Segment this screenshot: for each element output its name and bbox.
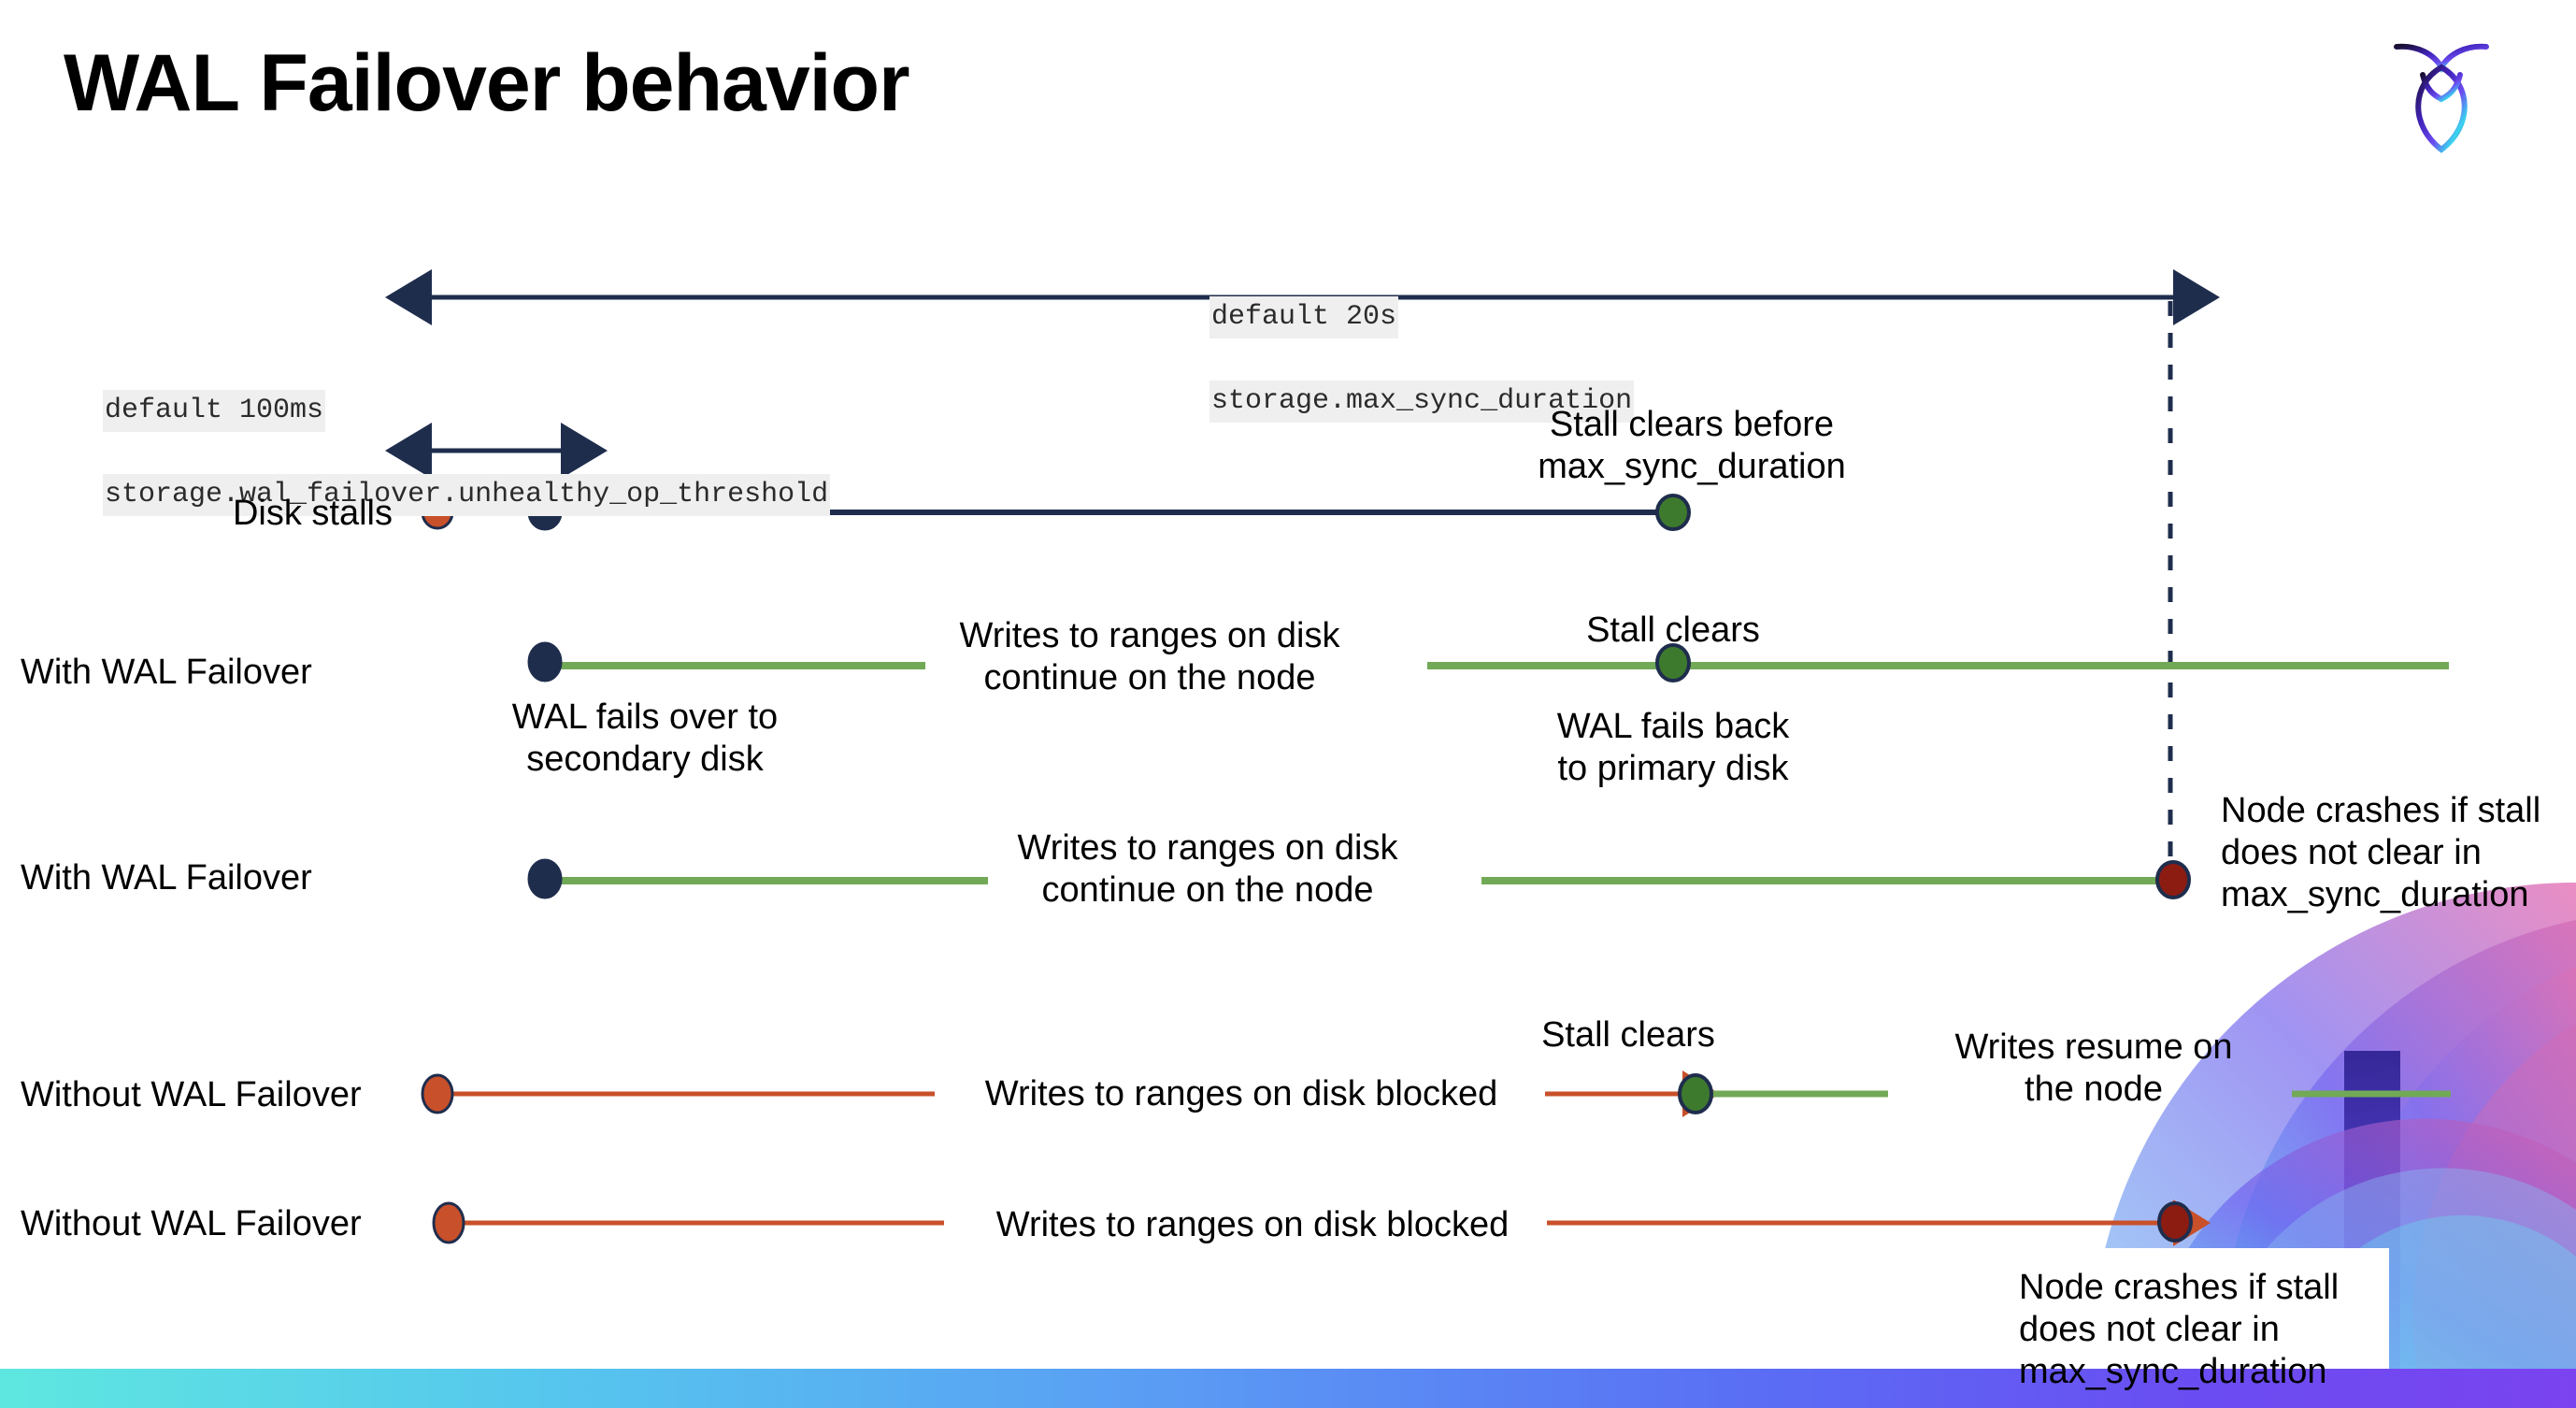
annotation-wal-fails-back: WAL fails back to primary disk bbox=[1556, 707, 1790, 788]
mask-left-of-artwork bbox=[0, 1248, 1970, 1370]
row-label-disk-stalls: Disk stalls bbox=[232, 494, 393, 533]
annotation-stall-clears-before: Stall clears before max_sync_duration bbox=[1538, 405, 1846, 486]
without-failover-2-start-dot bbox=[432, 1201, 465, 1244]
without-failover-1-start-dot bbox=[421, 1073, 454, 1114]
max-sync-setting-name: storage.max_sync_duration bbox=[1209, 381, 1635, 423]
threshold-setting-name: storage.wal_failover.unhealthy_op_thresh… bbox=[103, 474, 831, 516]
annotation-writes-blocked-1: Writes to ranges on disk blocked bbox=[984, 1074, 1498, 1113]
wal-failover-1-start-dot bbox=[527, 641, 563, 682]
annotation-wal-fails-over: WAL fails over to secondary disk bbox=[511, 697, 779, 779]
annotation-stall-clears-2: Stall clears bbox=[1541, 1015, 1715, 1055]
annotation-writes-continue-1: Writes to ranges on disk continue on the… bbox=[959, 616, 1340, 697]
without-failover-2-crash-dot bbox=[2157, 1201, 2193, 1243]
max-sync-duration-callout: default 20s storage.max_sync_duration bbox=[1142, 254, 1635, 465]
max-sync-default-label: default 20s bbox=[1209, 296, 1399, 338]
page-title: WAL Failover behavior bbox=[64, 38, 910, 128]
wal-failover-2-crash-dot bbox=[2155, 860, 2191, 899]
row-label-without-wal-failover-1: Without WAL Failover bbox=[21, 1075, 362, 1114]
wal-failover-1-clear-dot bbox=[1655, 643, 1691, 682]
disk-stalls-clear-dot bbox=[1655, 494, 1691, 531]
annotation-stall-clears-1: Stall clears bbox=[1586, 611, 1760, 650]
annotation-writes-continue-2: Writes to ranges on disk continue on the… bbox=[1017, 828, 1398, 910]
bottom-gradient-bar bbox=[0, 1369, 2576, 1408]
annotation-writes-blocked-2: Writes to ranges on disk blocked bbox=[995, 1205, 1510, 1244]
cockroachdb-logo-icon bbox=[2385, 26, 2497, 162]
row-label-with-wal-failover-2: With WAL Failover bbox=[21, 858, 312, 898]
annotation-node-crashes-1: Node crashes if stall does not clear in … bbox=[2221, 791, 2541, 914]
wal-failover-2-start-dot bbox=[527, 858, 563, 899]
without-failover-1-clear-dot bbox=[1678, 1073, 1713, 1114]
row-label-with-wal-failover-1: With WAL Failover bbox=[21, 653, 312, 692]
row-label-without-wal-failover-2: Without WAL Failover bbox=[21, 1204, 362, 1243]
threshold-default-label: default 100ms bbox=[103, 390, 326, 432]
unhealthy-op-threshold-callout: default 100ms storage.wal_failover.unhea… bbox=[36, 348, 831, 558]
annotation-node-crashes-2: Node crashes if stall does not clear in … bbox=[2019, 1268, 2340, 1391]
annotation-writes-resume: Writes resume on the node bbox=[1954, 1027, 2233, 1109]
